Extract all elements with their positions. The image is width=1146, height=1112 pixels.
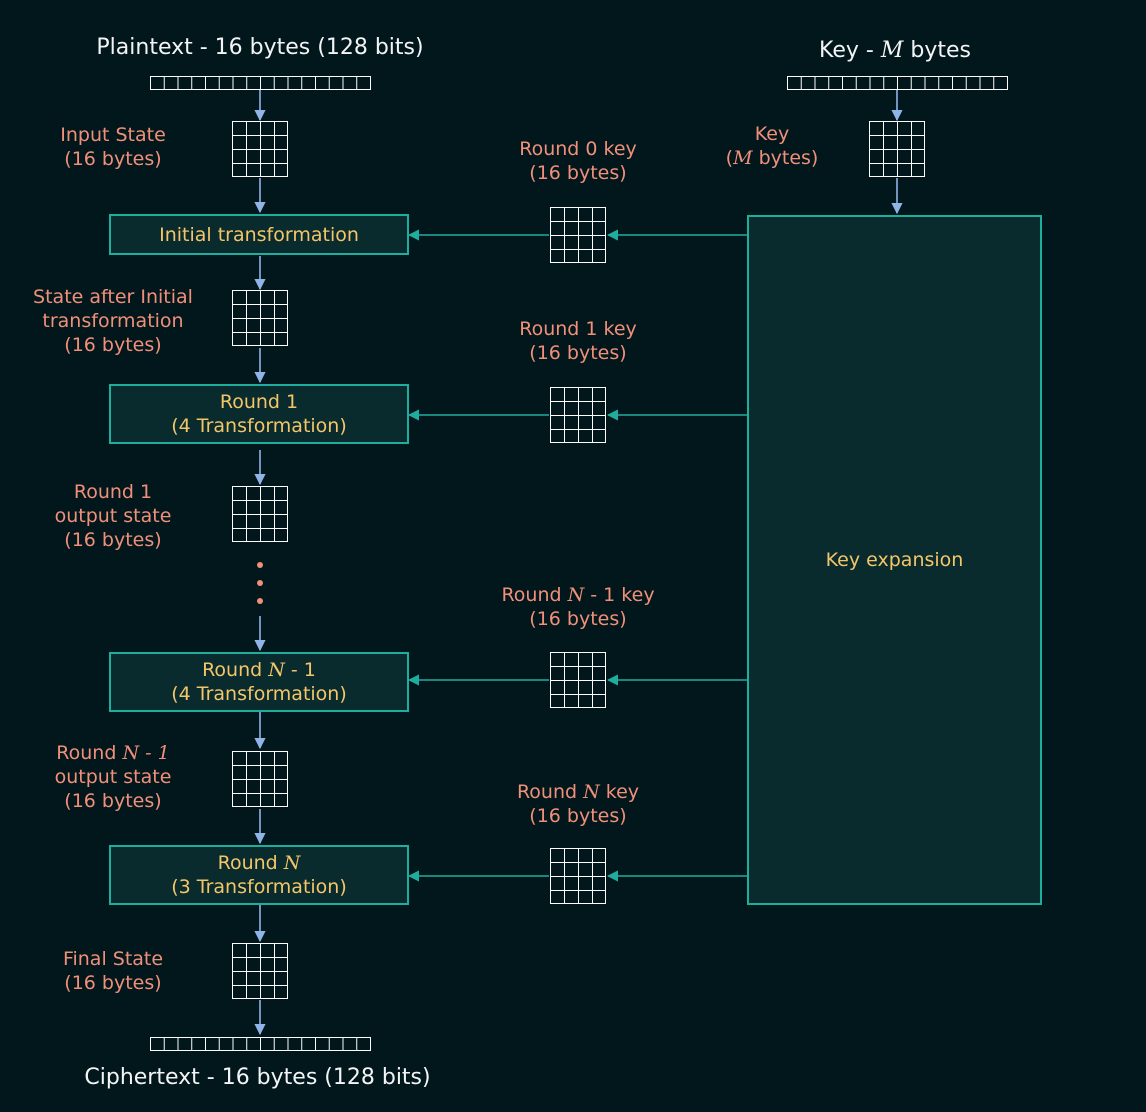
ellipsis-dot (257, 598, 263, 604)
key-bytes-row (787, 76, 1008, 90)
ciphertext-label: Ciphertext - 16 bytes (128 bits) (84, 1065, 431, 1090)
plaintext-label: Plaintext - 16 bytes (128 bits) (96, 35, 424, 60)
ellipsis-dot (257, 580, 263, 586)
round1-key-grid (550, 387, 606, 443)
key-block-label: Key (M bytes) (725, 123, 819, 169)
roundN1-box: Round N - 1 (4 Transformation) (109, 652, 409, 712)
round1-box: Round 1(4 Transformation) (109, 384, 409, 444)
input-state-grid (232, 121, 288, 177)
input-state-label: Input State(16 bytes) (60, 124, 166, 170)
ciphertext-bytes-row (150, 1037, 371, 1051)
roundN-box: Round N (3 Transformation) (109, 845, 409, 905)
roundN-key-grid (550, 848, 606, 904)
final-state-label: Final State(16 bytes) (62, 948, 164, 994)
round1-key-label: Round 1 key(16 bytes) (519, 318, 637, 364)
ellipsis-dot (257, 562, 263, 568)
initial-transformation-box: Initial transformation (109, 214, 409, 255)
round0-key-label: Round 0 key(16 bytes) (519, 138, 637, 184)
roundN1-output-grid (232, 751, 288, 807)
round1-output-grid (232, 486, 288, 542)
key-label: Key - M bytes (819, 38, 971, 63)
final-state-grid (232, 943, 288, 999)
roundN1-key-grid (550, 652, 606, 708)
round0-key-grid (550, 207, 606, 263)
key-expansion-box: Key expansion (747, 215, 1042, 905)
roundN1-key-label: Round N - 1 key (16 bytes) (501, 584, 655, 630)
roundN-key-label: Round N key (16 bytes) (516, 781, 640, 827)
roundN1-output-label: Round N - 1 output state(16 bytes) (54, 742, 172, 812)
key-grid (869, 121, 925, 177)
state-after-initial-grid (232, 290, 288, 346)
plaintext-bytes-row (150, 76, 371, 90)
